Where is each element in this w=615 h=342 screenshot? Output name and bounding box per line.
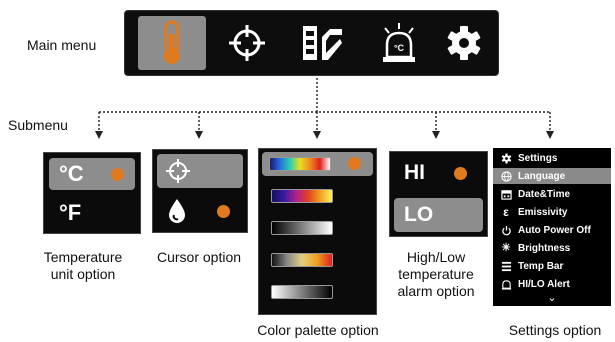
temp-bar-icon xyxy=(499,260,513,272)
main-menu-label: Main menu xyxy=(27,37,97,53)
settings-item-label: Language xyxy=(518,170,566,182)
menu-temperature-button[interactable] xyxy=(138,16,206,70)
settings-item-brightness[interactable]: ☀ Brightness xyxy=(493,240,611,256)
settings-item-language[interactable]: Language xyxy=(493,168,611,184)
cursor-drop-option[interactable] xyxy=(157,194,243,228)
settings-item-label: Temp Bar xyxy=(518,260,564,272)
cursor-panel xyxy=(152,149,248,233)
settings-item-label: Brightness xyxy=(518,242,571,254)
selected-indicator-dot xyxy=(111,168,124,181)
settings-item-label: Auto Power Off xyxy=(518,224,591,236)
settings-panel: Settings Language Date&Time ε Emissivity… xyxy=(493,148,611,306)
hilo-caption: High/Low temperature alarm option xyxy=(380,249,492,300)
palette-hot-metal-option[interactable] xyxy=(262,248,373,272)
alarm-light-icon: °C xyxy=(383,23,415,62)
settings-item-temp-bar[interactable]: Temp Bar xyxy=(493,258,611,274)
brightness-icon: ☀ xyxy=(501,242,511,254)
settings-item-label: Emissivity xyxy=(518,206,568,218)
palette-white-hot-swatch xyxy=(271,221,333,235)
settings-title: Settings xyxy=(518,152,558,164)
settings-item-emissivity[interactable]: ε Emissivity xyxy=(493,204,611,220)
drop-icon xyxy=(169,199,185,223)
palette-rainbow-option[interactable] xyxy=(262,152,373,176)
alarm-lo-label: LO xyxy=(404,203,434,226)
palette-white-hot-option[interactable] xyxy=(262,216,373,240)
hilo-caption-line3: alarm option xyxy=(397,283,475,299)
crosshair-icon xyxy=(166,159,190,183)
palette-hot-metal-swatch xyxy=(271,253,333,267)
selected-indicator-dot xyxy=(454,167,467,180)
menu-palette-button[interactable] xyxy=(288,16,356,70)
alert-icon xyxy=(499,278,513,290)
alarm-lo-option[interactable]: LO xyxy=(394,198,483,232)
palette-panel xyxy=(258,148,377,315)
calendar-icon xyxy=(499,188,513,200)
cursor-crosshair-option[interactable] xyxy=(157,154,243,188)
settings-title-row: Settings xyxy=(493,150,611,166)
alarm-hi-option[interactable]: HI xyxy=(394,156,483,190)
menu-alarm-button[interactable]: °C xyxy=(365,16,433,70)
settings-caption: Settings option xyxy=(508,322,602,338)
settings-item-label: HI/LO Alert xyxy=(518,278,570,290)
alarm-hi-label: HI xyxy=(404,161,425,184)
palette-iron-swatch xyxy=(271,189,333,203)
palette-black-hot-swatch xyxy=(271,285,333,299)
hilo-caption-line2: temperature xyxy=(398,266,474,282)
gear-icon xyxy=(447,26,481,60)
temp-unit-caption-line2: unit option xyxy=(50,266,116,282)
power-icon xyxy=(499,224,513,236)
more-chevron-icon[interactable]: ⌄ xyxy=(547,292,557,304)
palette-caption: Color palette option xyxy=(257,322,379,338)
crosshair-icon xyxy=(229,25,265,61)
settings-item-auto-power-off[interactable]: Auto Power Off xyxy=(493,222,611,238)
palette-iron-option[interactable] xyxy=(262,184,373,208)
selected-indicator-dot xyxy=(348,157,361,170)
cursor-caption: Cursor option xyxy=(156,249,242,265)
epsilon-icon: ε xyxy=(503,205,509,219)
temp-unit-panel: °C °F xyxy=(43,152,141,234)
unit-celsius-label: °C xyxy=(59,161,84,186)
menu-cursor-button[interactable] xyxy=(213,16,281,70)
hilo-panel: HI LO xyxy=(389,151,488,237)
unit-fahrenheit-label: °F xyxy=(59,200,82,225)
temp-unit-caption: Temperature unit option xyxy=(28,249,138,283)
settings-item-date-time[interactable]: Date&Time xyxy=(493,186,611,202)
palette-rainbow-swatch xyxy=(269,157,331,171)
settings-item-hi-lo-alert[interactable]: HI/LO Alert xyxy=(493,276,611,292)
hilo-caption-line1: High/Low xyxy=(406,249,466,265)
selected-indicator-dot xyxy=(217,205,230,218)
gear-icon xyxy=(499,152,513,164)
alarm-glyph: °C xyxy=(394,43,405,53)
color-palette-icon xyxy=(303,26,342,60)
globe-icon xyxy=(499,170,513,182)
thermometer-icon xyxy=(164,20,180,64)
settings-item-label: Date&Time xyxy=(518,188,571,200)
unit-celsius-option[interactable]: °C xyxy=(49,158,135,190)
palette-black-hot-option[interactable] xyxy=(262,280,373,304)
menu-settings-button[interactable] xyxy=(430,16,498,70)
unit-fahrenheit-option[interactable]: °F xyxy=(49,197,135,229)
submenu-label: Submenu xyxy=(8,117,68,133)
temp-unit-caption-line1: Temperature xyxy=(43,249,123,265)
main-menu-bar: °C xyxy=(124,10,499,76)
